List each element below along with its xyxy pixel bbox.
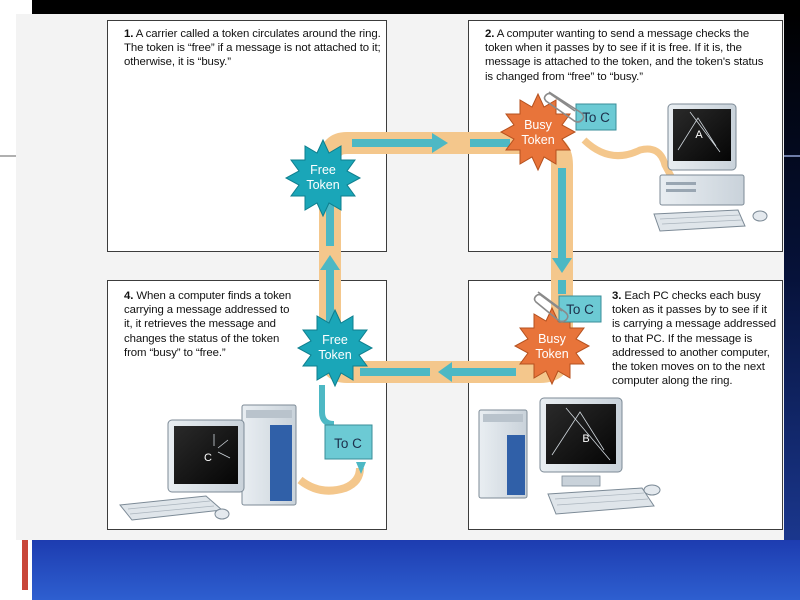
computer-c: C bbox=[119, 404, 297, 521]
step-1-number: 1. bbox=[124, 28, 134, 40]
slide-rule-right bbox=[778, 155, 800, 157]
message-box-delivered bbox=[324, 424, 373, 460]
busy-token-bottom: Busy Token bbox=[513, 306, 591, 386]
step-4-number: 4. bbox=[124, 290, 134, 302]
slide-top-bar bbox=[32, 0, 800, 14]
computer-a: A bbox=[653, 103, 768, 232]
free-token-bottom-line2: Token bbox=[318, 348, 351, 362]
paper-clip-icon bbox=[543, 91, 585, 123]
step-1-body: A carrier called a token circulates arou… bbox=[124, 28, 381, 69]
message-box-top bbox=[575, 103, 617, 131]
slide-bottom-band bbox=[32, 540, 800, 600]
computer-b: B bbox=[478, 397, 661, 515]
computer-c-label: C bbox=[204, 452, 212, 464]
busy-token-bottom-line1: Busy bbox=[538, 332, 567, 346]
free-token-top: Free Token bbox=[284, 138, 362, 218]
busy-token-top-line1: Busy bbox=[524, 118, 553, 132]
step-3-text: 3. Each PC checks each busy token as it … bbox=[612, 289, 777, 388]
step-2-text: 2. A computer wanting to send a message … bbox=[485, 27, 770, 84]
paper-clip-icon bbox=[533, 291, 569, 323]
step-1-text: 1. A carrier called a token circulates a… bbox=[124, 27, 384, 70]
ring-arrows bbox=[320, 133, 572, 382]
message-label-mid: To C bbox=[566, 302, 594, 317]
step-3-number: 3. bbox=[612, 290, 622, 302]
free-token-bottom-line1: Free bbox=[322, 333, 348, 347]
message-label-delivered: To C bbox=[334, 436, 362, 451]
step-2-body: A computer wanting to send a message che… bbox=[485, 28, 764, 83]
busy-token-top: Busy Token bbox=[499, 92, 577, 172]
slide-right-band bbox=[784, 14, 800, 600]
step-4-text: 4. When a computer finds a token carryin… bbox=[124, 289, 296, 360]
message-label-top: To C bbox=[582, 110, 610, 125]
free-token-top-line1: Free bbox=[310, 163, 336, 177]
step-3-body: Each PC checks each busy token as it pas… bbox=[612, 290, 777, 388]
busy-token-top-line2: Token bbox=[521, 133, 554, 147]
slide-red-accent bbox=[22, 540, 28, 590]
step-2-number: 2. bbox=[485, 28, 495, 40]
computer-b-label: B bbox=[582, 433, 589, 445]
message-tag-top: To C bbox=[543, 91, 676, 180]
message-tag-delivered: To C bbox=[297, 385, 373, 495]
computer-a-label: A bbox=[695, 129, 703, 141]
busy-token-bottom-line2: Token bbox=[535, 347, 568, 361]
step-4-body: When a computer finds a token carrying a… bbox=[124, 290, 292, 359]
message-tag-mid: To C bbox=[533, 291, 602, 323]
free-token-bottom: Free Token bbox=[296, 308, 374, 388]
free-token-top-line2: Token bbox=[306, 178, 339, 192]
